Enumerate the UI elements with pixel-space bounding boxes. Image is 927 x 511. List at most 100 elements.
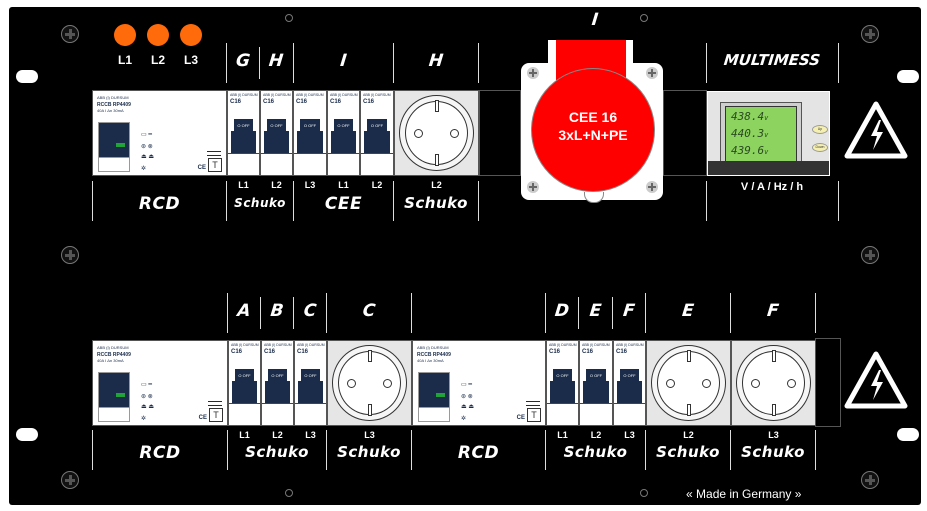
- rcd-model: RCCB RP4409: [97, 352, 131, 358]
- divider: [92, 181, 93, 221]
- breaker-toggle[interactable]: O OFF: [550, 369, 575, 403]
- meter-reading-l2: 440.3v: [731, 127, 769, 140]
- mount-slot: [16, 70, 38, 83]
- breaker-f: ABB (I) DURSUM C16 O OFF: [613, 340, 646, 426]
- rcd-module: ABB (I) DURSUM RCCB RP4409 40A I Δn 30mA…: [412, 340, 546, 426]
- blank-module: [815, 338, 841, 427]
- breaker-h: ABB (I) DURSUM C16 O OFF: [260, 90, 293, 176]
- screw-icon: [861, 25, 879, 43]
- rcd-rule: [207, 155, 221, 156]
- rcd-lever[interactable]: [418, 372, 450, 408]
- screw-icon: [61, 246, 79, 264]
- screw-icon: [861, 246, 879, 264]
- phase-label: L1: [338, 180, 349, 190]
- meter-up-button[interactable]: Up: [812, 125, 828, 134]
- divider: [478, 43, 479, 83]
- rcd-base: [418, 406, 450, 422]
- header-a: A: [236, 301, 252, 321]
- off-label: O OFF: [271, 373, 284, 378]
- breaker-rating: C16: [297, 349, 309, 355]
- rcd-base: [98, 156, 130, 172]
- breaker-brand: ABB (I) DURSUM: [330, 93, 358, 97]
- phase-led-label: L2: [150, 53, 165, 67]
- rcd-indicator: [436, 393, 445, 397]
- breaker-toggle[interactable]: O OFF: [265, 369, 290, 403]
- divider: [293, 181, 294, 221]
- divider: [326, 293, 327, 333]
- cee-config: 3xL+N+PE: [558, 127, 628, 143]
- phase-label: L1: [557, 430, 568, 440]
- rcd-spec: 40A I Δn 30mA: [417, 358, 444, 363]
- rcd-symbol-icon: ⏏ ⏏: [461, 404, 475, 410]
- schuko-socket-c[interactable]: [327, 340, 412, 426]
- breaker-toggle[interactable]: O OFF: [364, 119, 390, 153]
- meter-down-button[interactable]: Down: [812, 143, 828, 152]
- phase-label: L1: [239, 430, 250, 440]
- rcd-spec: 40A I Δn 30mA: [97, 108, 124, 113]
- schuko-socket-h[interactable]: [394, 90, 479, 176]
- breaker-rating: C16: [264, 349, 276, 355]
- rcd-symbol-icon: ✲: [461, 416, 467, 422]
- breaker-brand: ABB (I) DURSUM: [263, 93, 291, 97]
- blank-module: [663, 90, 707, 176]
- breaker-toggle[interactable]: O OFF: [231, 119, 256, 153]
- rcd-lever[interactable]: [98, 372, 130, 408]
- screw-icon: [861, 471, 879, 489]
- breaker-toggle[interactable]: O OFF: [331, 119, 356, 153]
- rcd-lever[interactable]: [98, 122, 130, 158]
- rcd-symbol-icon: ⏏ ⏏: [141, 154, 155, 160]
- schuko-socket-f[interactable]: [731, 340, 816, 426]
- chevron-left-icon: «: [686, 487, 693, 501]
- rcd-test-button[interactable]: T: [527, 408, 541, 422]
- cee-socket[interactable]: [531, 68, 655, 192]
- breaker-rating: C16: [263, 99, 275, 105]
- blank-module: [479, 90, 521, 176]
- breaker-toggle[interactable]: O OFF: [264, 119, 289, 153]
- divider: [612, 297, 613, 329]
- breaker-toggle[interactable]: O OFF: [232, 369, 257, 403]
- rcd-rule: [526, 401, 540, 402]
- category-schuko: Schuko: [404, 194, 468, 212]
- divider: [293, 297, 294, 329]
- rcd-spec: 40A I Δn 30mA: [97, 358, 124, 363]
- off-label: O OFF: [238, 373, 251, 378]
- rcd-base: [98, 406, 130, 422]
- breaker-toggle[interactable]: O OFF: [583, 369, 609, 403]
- breaker-b: ABB (I) DURSUM C16 O OFF: [261, 340, 294, 426]
- rcd-symbol-icon: ✲: [141, 166, 147, 172]
- ce-mark: CE: [198, 415, 207, 421]
- category-rcd: RCD: [138, 194, 181, 214]
- rcd-test-button[interactable]: T: [209, 408, 223, 422]
- category-schuko: Schuko: [234, 196, 286, 210]
- off-label: O OFF: [237, 123, 250, 128]
- screw-icon: [61, 471, 79, 489]
- breaker-toggle[interactable]: O OFF: [298, 369, 323, 403]
- divider: [730, 293, 731, 333]
- breaker-brand: ABB (I) DURSUM: [296, 93, 324, 97]
- header-i: I: [339, 51, 348, 71]
- breaker-d: ABB (I) DURSUM C16 O OFF: [546, 340, 579, 426]
- category-schuko: Schuko: [245, 443, 309, 461]
- breaker-toggle[interactable]: O OFF: [297, 119, 323, 153]
- divider: [838, 181, 839, 221]
- rcd-test-button[interactable]: T: [208, 158, 222, 172]
- meter-lcd: 438.4v 440.3v 439.6v: [725, 106, 797, 163]
- breaker-e: ABB (I) DURSUM C16 O OFF: [579, 340, 613, 426]
- divider: [838, 43, 839, 83]
- category-schuko: Schuko: [741, 443, 805, 461]
- high-voltage-warning-icon: [844, 351, 908, 409]
- schuko-socket-e[interactable]: [646, 340, 731, 426]
- ce-mark: CE: [516, 415, 525, 421]
- phase-label: L2: [683, 430, 694, 440]
- divider: [730, 430, 731, 470]
- hole-icon: [285, 14, 293, 22]
- divider: [227, 293, 228, 333]
- rcd-brand: ABB (I) DURSUM: [97, 345, 129, 350]
- multimeter: 438.4v 440.3v 439.6v Up Down: [707, 91, 830, 176]
- breaker-toggle[interactable]: O OFF: [617, 369, 642, 403]
- divider: [545, 293, 546, 333]
- hole-icon: [640, 14, 648, 22]
- ce-mark: CE: [197, 165, 206, 171]
- divider: [393, 43, 394, 83]
- divider: [706, 43, 707, 83]
